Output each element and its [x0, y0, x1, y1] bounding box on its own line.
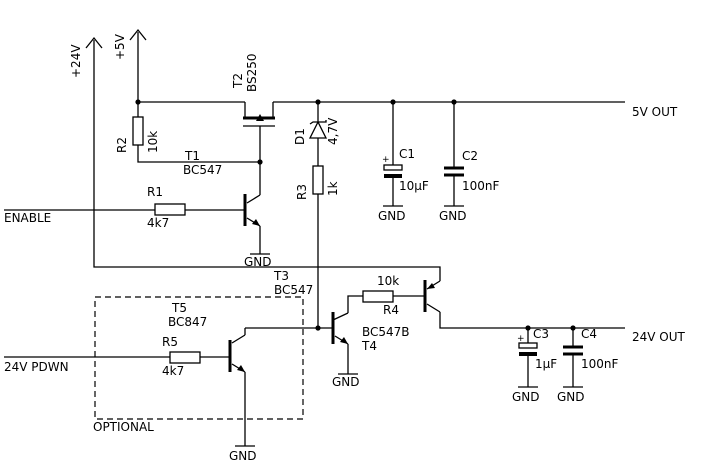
t3-ref: T3 — [273, 269, 289, 283]
t4-gnd: GND — [332, 375, 360, 389]
resistor-r2: R2 10k — [115, 102, 260, 163]
capacitor-c2: C2 100nF GND — [439, 102, 500, 223]
t1-gnd: GND — [244, 255, 272, 269]
c1-plus: + — [382, 155, 390, 165]
resistor-r5: R5 4k7 — [4, 335, 230, 378]
c1-gnd: GND — [378, 209, 406, 223]
transistor-t3: T3 BC547 — [273, 269, 625, 329]
resistor-r3: R3 1k — [295, 165, 340, 328]
t1-ref: T1 — [184, 149, 200, 163]
rail-5v-label: +5V — [113, 33, 127, 60]
t5-gnd: GND — [229, 449, 257, 463]
t2-ref: T2 — [231, 73, 245, 89]
capacitor-c3: + C3 1µF GND — [512, 327, 557, 404]
c4-ref: C4 — [581, 327, 597, 341]
t3-value: BC547 — [274, 283, 313, 297]
d1-ref: D1 — [293, 128, 307, 145]
r3-ref: R3 — [295, 184, 309, 200]
r1-value: 4k7 — [147, 216, 169, 230]
transistor-t1: GND T1 BC547 — [183, 149, 272, 269]
resistor-r1: R1 4k7 — [4, 185, 245, 230]
c2-gnd: GND — [439, 209, 467, 223]
rail-5v: +5V — [113, 28, 245, 103]
optional-box — [94, 296, 304, 420]
t5-ref: T5 — [171, 301, 187, 315]
zener-d1: D1 4,7V — [293, 102, 340, 166]
t5-value: BC847 — [168, 315, 207, 329]
transistor-t4: GND BC547B T4 — [331, 312, 410, 389]
r5-value: 4k7 — [162, 364, 184, 378]
r5-ref: R5 — [162, 335, 178, 349]
rail-24v-label: +24V — [69, 44, 83, 78]
resistor-r4: 10k R4 — [347, 274, 425, 317]
c3-gnd: GND — [512, 390, 540, 404]
c3-ref: C3 — [533, 327, 549, 341]
c2-ref: C2 — [462, 149, 478, 163]
t4-ref: T4 — [361, 339, 377, 353]
out-24v-label: 24V OUT — [632, 330, 686, 344]
t2-value: BS250 — [245, 53, 259, 92]
d1-value: 4,7V — [326, 117, 340, 145]
capacitor-c1: + C1 10µF GND — [378, 102, 429, 223]
r2-ref: R2 — [115, 137, 129, 153]
r3-value: 1k — [326, 181, 340, 196]
r2-value: 10k — [146, 131, 160, 153]
r4-ref: R4 — [383, 303, 399, 317]
c1-ref: C1 — [399, 147, 415, 161]
rail-24v: +24V — [69, 36, 441, 281]
t1-value: BC547 — [183, 163, 222, 177]
c4-value: 100nF — [581, 357, 619, 371]
enable-label: ENABLE — [4, 211, 51, 225]
c4-gnd: GND — [557, 390, 585, 404]
mosfet-t2: T2 BS250 — [231, 53, 275, 162]
r1-ref: R1 — [147, 185, 163, 199]
pdwn-label: 24V PDWN — [4, 360, 69, 374]
transistor-t5: GND T5 BC847 — [168, 301, 257, 463]
capacitor-c4: C4 100nF GND — [557, 327, 619, 404]
t4-value: BC547B — [362, 325, 410, 339]
junction-dots — [135, 99, 576, 331]
c3-value: 1µF — [535, 357, 557, 371]
optional-label: OPTIONAL — [93, 420, 154, 434]
r4-value: 10k — [377, 274, 399, 288]
c1-value: 10µF — [399, 179, 429, 193]
out-5v-label: 5V OUT — [632, 105, 678, 119]
c3-plus: + — [517, 334, 525, 344]
c2-value: 100nF — [462, 179, 500, 193]
